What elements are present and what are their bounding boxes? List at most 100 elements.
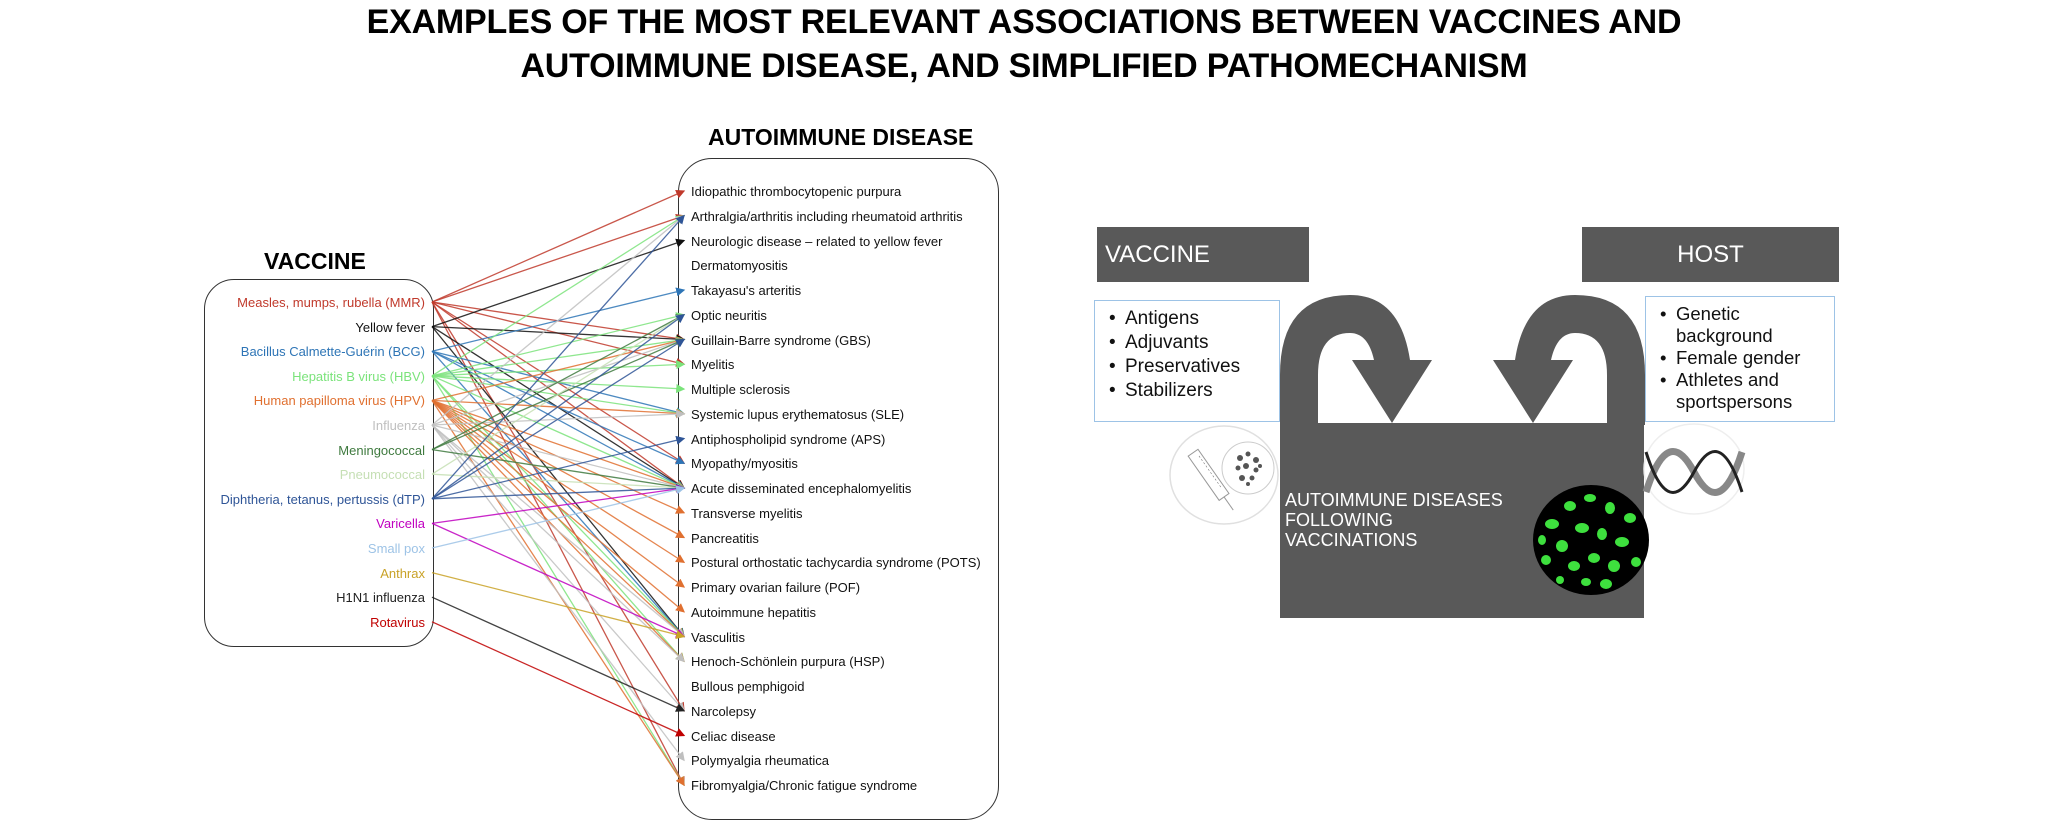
association-line (431, 399, 686, 563)
disease-item: Multiple sclerosis (691, 382, 790, 397)
vaccine-item: Anthrax (380, 565, 425, 581)
vaccine-panel-header: VACCINE (1097, 227, 1309, 282)
fluorescent-cells-image-icon (1533, 485, 1649, 595)
association-line (431, 338, 686, 500)
vaccine-item: Human papilloma virus (HPV) (253, 393, 425, 409)
association-line (431, 301, 686, 464)
vaccine-syringe-image-icon (1169, 425, 1279, 525)
vaccine-curved-arrow-icon (1280, 295, 1432, 425)
disease-item: Systemic lupus erythematosus (SLE) (691, 406, 905, 422)
disease-item: Idiopathic thrombocytopenic purpura (691, 184, 902, 199)
association-line (431, 424, 685, 663)
vaccine-heading: VACCINE (264, 248, 366, 274)
disease-item: Celiac disease (691, 728, 776, 744)
disease-item: Autoimmune hepatitis (691, 604, 817, 620)
association-line (431, 621, 686, 737)
association-line (431, 571, 686, 639)
vaccine-factor-item: Adjuvants (1109, 331, 1269, 355)
association-line (431, 214, 686, 426)
association-line (431, 424, 686, 491)
association-line (431, 448, 686, 492)
vaccine-item: Meningococcal (338, 442, 425, 458)
vaccine-item: Bacillus Calmette-Guérin (BCG) (240, 344, 425, 360)
disease-item: Arthralgia/arthritis including rheumatoi… (691, 208, 963, 224)
association-line (431, 375, 685, 787)
disease-item: Acute disseminated encephalomyelitis (691, 481, 912, 496)
association-line (431, 238, 686, 328)
association-line (431, 522, 686, 638)
vaccine-item: Varicella (376, 516, 425, 532)
association-line (431, 313, 686, 500)
association-line (431, 301, 686, 343)
autoimmune-disease-heading: AUTOIMMUNE DISEASE (708, 124, 974, 150)
vaccine-factor-item: Preservatives (1109, 355, 1269, 379)
disease-item: Neurologic disease – related to yellow f… (691, 233, 943, 249)
page-title: EXAMPLES OF THE MOST RELEVANT ASSOCIATIO… (0, 0, 2048, 88)
disease-item: Myelitis (691, 357, 735, 373)
association-line (431, 399, 686, 418)
association-line (431, 301, 686, 489)
vaccine-item: Hepatitis B virus (HBV) (292, 368, 425, 384)
association-line (431, 326, 685, 638)
disease-item: Guillain-Barre syndrome (GBS) (691, 332, 871, 348)
association-line (431, 189, 686, 303)
association-line (431, 350, 686, 465)
host-factors-box: Genetic background Female gender Athlete… (1645, 296, 1835, 422)
disease-item: Takayasu's arteritis (691, 283, 802, 298)
association-line (431, 485, 686, 549)
association-line (431, 399, 686, 490)
association-line (431, 473, 686, 493)
vaccine-factor-item: Antigens (1109, 307, 1269, 331)
disease-item: Primary ovarian failure (POF) (691, 580, 861, 595)
vaccine-panel-label: VACCINE (1105, 240, 1210, 268)
association-line (431, 483, 686, 500)
title-line-1: EXAMPLES OF THE MOST RELEVANT ASSOCIATIO… (366, 3, 1682, 41)
vaccine-item: Influenza (372, 418, 425, 433)
disease-item: Transverse myelitis (691, 505, 803, 521)
association-line (431, 213, 686, 303)
disease-item: Polymyalgia rheumatica (691, 753, 830, 769)
dna-helix-image-icon (1642, 423, 1746, 515)
association-line (431, 409, 686, 426)
outcome-line-1: AUTOIMMUNE DISEASES (1285, 490, 1503, 510)
association-line (431, 360, 686, 377)
association-line (431, 375, 686, 418)
association-line (431, 301, 685, 787)
association-line (431, 215, 686, 377)
association-line (431, 301, 685, 712)
vaccine-factor-item: Stabilizers (1109, 379, 1269, 403)
vaccine-item: Small pox (367, 541, 425, 556)
disease-item: Henoch-Schönlein purpura (HSP) (691, 654, 885, 670)
host-factor-item: Female gender (1660, 347, 1824, 369)
association-line (431, 338, 686, 451)
host-factor-item: Athletes and sportspersons (1660, 369, 1824, 413)
association-line (431, 484, 686, 525)
association-line (431, 375, 686, 394)
host-factor-item: Genetic background (1660, 303, 1824, 347)
association-line (431, 375, 685, 638)
host-panel-label: HOST (1677, 240, 1744, 268)
association-line (431, 314, 686, 451)
association-line (431, 399, 686, 539)
vaccine-item: Pneumococcal (339, 467, 425, 483)
association-line (431, 325, 686, 344)
disease-item: Antiphospholipid syndrome (APS) (691, 431, 886, 447)
association-line (431, 399, 686, 588)
disease-item: Optic neuritis (691, 307, 767, 323)
disease-item: Bullous pemphigoid (691, 679, 805, 694)
disease-item: Vasculitis (691, 629, 745, 645)
vaccine-item: Diphtheria, tetanus, pertussis (dTP) (220, 491, 425, 507)
outcome-line-2: FOLLOWING (1285, 510, 1394, 530)
disease-item: Narcolepsy (691, 703, 757, 719)
association-line (431, 424, 685, 762)
host-panel-header: HOST (1582, 227, 1839, 282)
vaccine-item: Rotavirus (370, 614, 425, 630)
association-line (431, 336, 686, 402)
association-line (431, 350, 686, 417)
association-line (431, 350, 686, 489)
autoimmune-outcome-text: AUTOIMMUNE DISEASES FOLLOWING VACCINATIO… (1285, 490, 1545, 550)
association-line (431, 399, 685, 638)
disease-item: Myopathy/myositis (691, 456, 798, 472)
disease-item: Fibromyalgia/Chronic fatigue syndrome (691, 778, 918, 793)
association-line (431, 399, 685, 613)
